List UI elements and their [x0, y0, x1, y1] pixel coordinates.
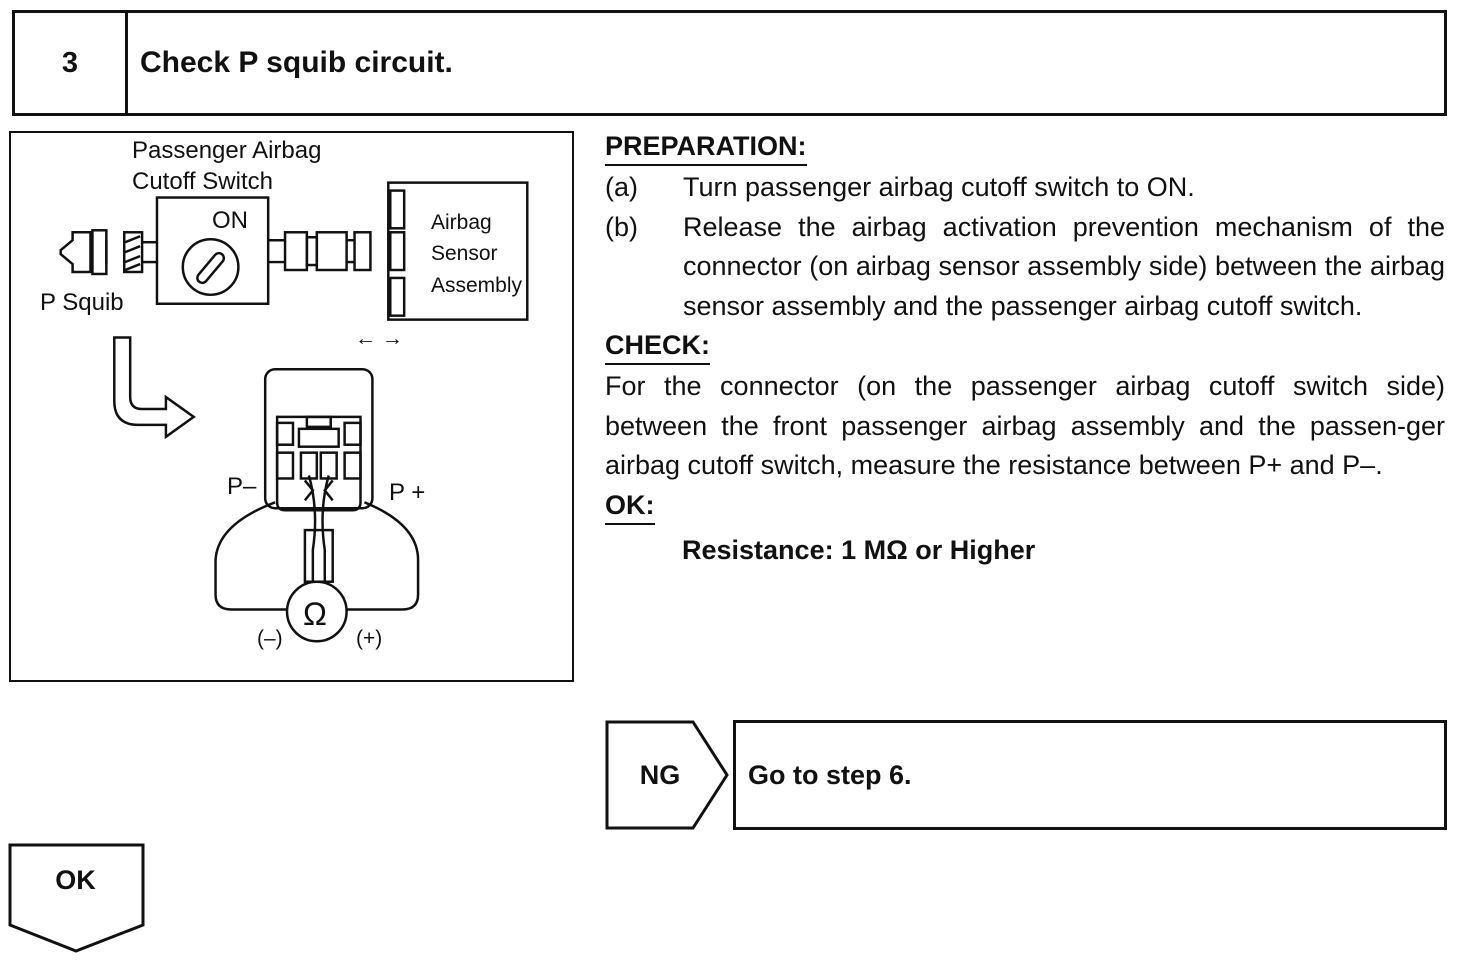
sensor-label-line3: Assembly — [431, 274, 523, 297]
bent-arrow-icon — [113, 336, 196, 440]
check-heading: CHECK: — [605, 328, 710, 365]
p-plus-label: P + — [389, 479, 426, 506]
on-label: ON — [212, 207, 248, 234]
step-title: Check P squib circuit. — [140, 46, 453, 79]
sensor-label-line1: Airbag — [431, 211, 492, 234]
preparation-item: (b) Release the airbag activation preven… — [605, 208, 1445, 327]
item-key: (b) — [605, 211, 638, 242]
ok-heading: OK: — [605, 488, 655, 525]
switch-label-line1: Passenger Airbag — [132, 137, 322, 164]
ng-label: NG — [639, 759, 681, 790]
item-text: Turn passenger airbag cutoff switch to O… — [683, 172, 1195, 202]
instruction-text: PREPARATION: (a) Turn passenger airbag c… — [605, 127, 1445, 570]
connector-diagram — [59, 181, 529, 643]
ok-arrow-shape — [8, 843, 145, 953]
p-minus-label: P– — [227, 473, 257, 500]
preparation-heading: PREPARATION: — [605, 129, 807, 166]
wiring-illustration: Passenger Airbag Cutoff Switch ON Airbag… — [9, 131, 574, 682]
negative-terminal-label: (–) — [257, 627, 283, 650]
ok-label: OK — [55, 865, 96, 895]
squib-label: P Squib — [40, 289, 124, 316]
resistance-spec: Resistance: 1 MΩ or Higher — [682, 534, 1036, 565]
ok-result: OK — [8, 843, 148, 955]
sensor-label-line2: Sensor — [431, 242, 498, 265]
switch-label-line2: Cutoff Switch — [132, 168, 273, 195]
check-text: For the connector (on the passenger airb… — [605, 371, 1445, 480]
ignition-key-icon — [181, 237, 240, 297]
ohm-symbol: Ω — [303, 596, 327, 632]
step-number: 3 — [15, 13, 128, 113]
connector-icon — [59, 229, 157, 276]
ng-action: Go to step 6. — [733, 720, 1447, 830]
step-header: 3 Check P squib circuit. — [12, 10, 1447, 116]
positive-terminal-label: (+) — [356, 627, 383, 650]
item-text: Release the airbag activation prevention… — [683, 211, 1445, 321]
direction-arrows: ← → — [355, 327, 403, 350]
item-key: (a) — [605, 172, 638, 202]
preparation-item: (a) Turn passenger airbag cutoff switch … — [605, 168, 1445, 208]
ng-result: NG Go to step 6. — [605, 720, 1447, 830]
ohmmeter-icon — [285, 580, 348, 643]
ng-arrow-shape — [605, 720, 729, 830]
